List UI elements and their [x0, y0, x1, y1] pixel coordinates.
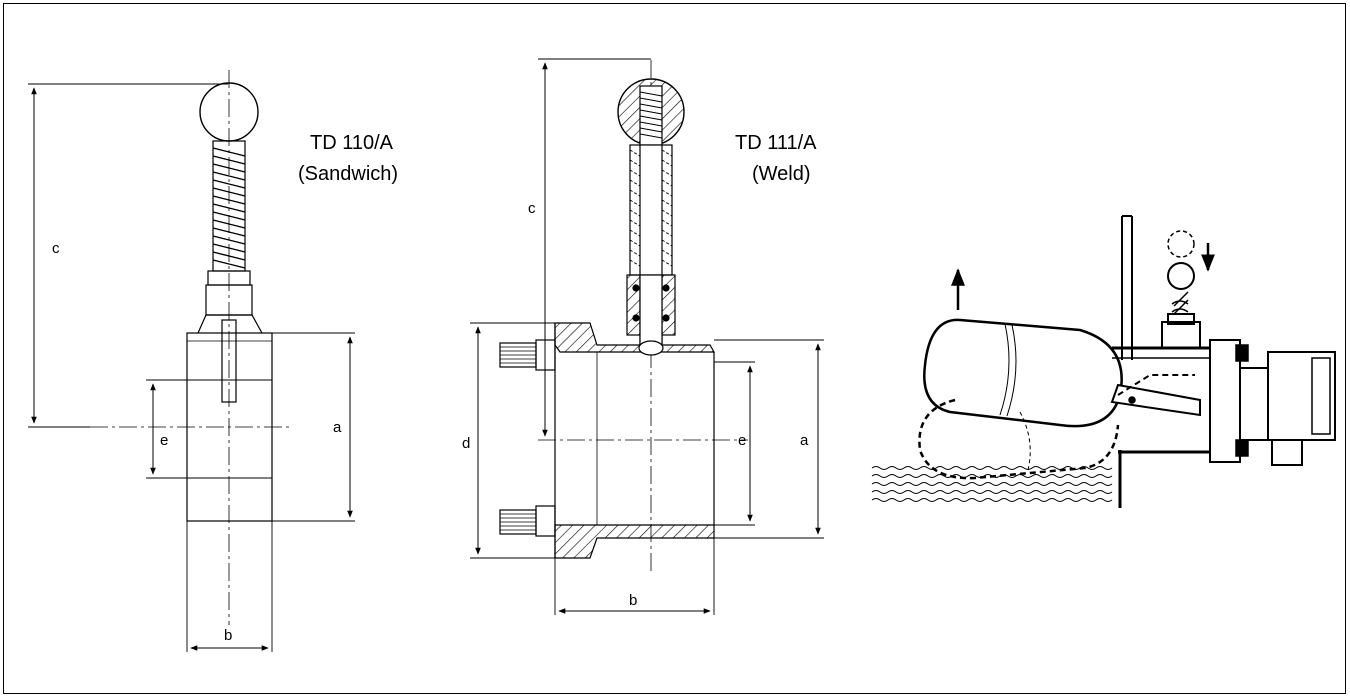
switch-housing [1267, 351, 1336, 441]
td110-variant-label: (Sandwich) [298, 163, 398, 185]
td110-dim-e: e [160, 432, 168, 449]
td111-dim-b: b [629, 592, 637, 609]
td110-dim-a: a [333, 419, 342, 436]
td110-bonnet-base [197, 314, 263, 334]
top-nut [1161, 321, 1201, 349]
td110-dim-c: c [52, 240, 60, 257]
td111-dim-c: c [528, 200, 536, 217]
td111-bottom-wall [554, 524, 715, 559]
drawing-frame [3, 3, 1346, 694]
td111-dim-e: e [738, 432, 746, 449]
td111-top-wall [554, 322, 716, 353]
test-ball [1167, 262, 1195, 290]
td110-drawing [28, 70, 355, 652]
test-ball-raised [1167, 230, 1195, 258]
td110-spring [212, 147, 246, 269]
td111-drawing [470, 58, 824, 615]
td111-model-label: TD 111/A [735, 132, 817, 154]
td111-dim-d: d [462, 435, 470, 452]
td110-stem [221, 319, 237, 403]
float-lower [918, 398, 1120, 480]
float-upper [923, 318, 1123, 428]
float-operation-illustration [870, 215, 1336, 508]
td111-dim-a: a [800, 432, 809, 449]
td111-variant-label: (Weld) [752, 163, 811, 185]
td110-dim-b: b [224, 627, 232, 644]
td110-model-label: TD 110/A [310, 132, 394, 154]
